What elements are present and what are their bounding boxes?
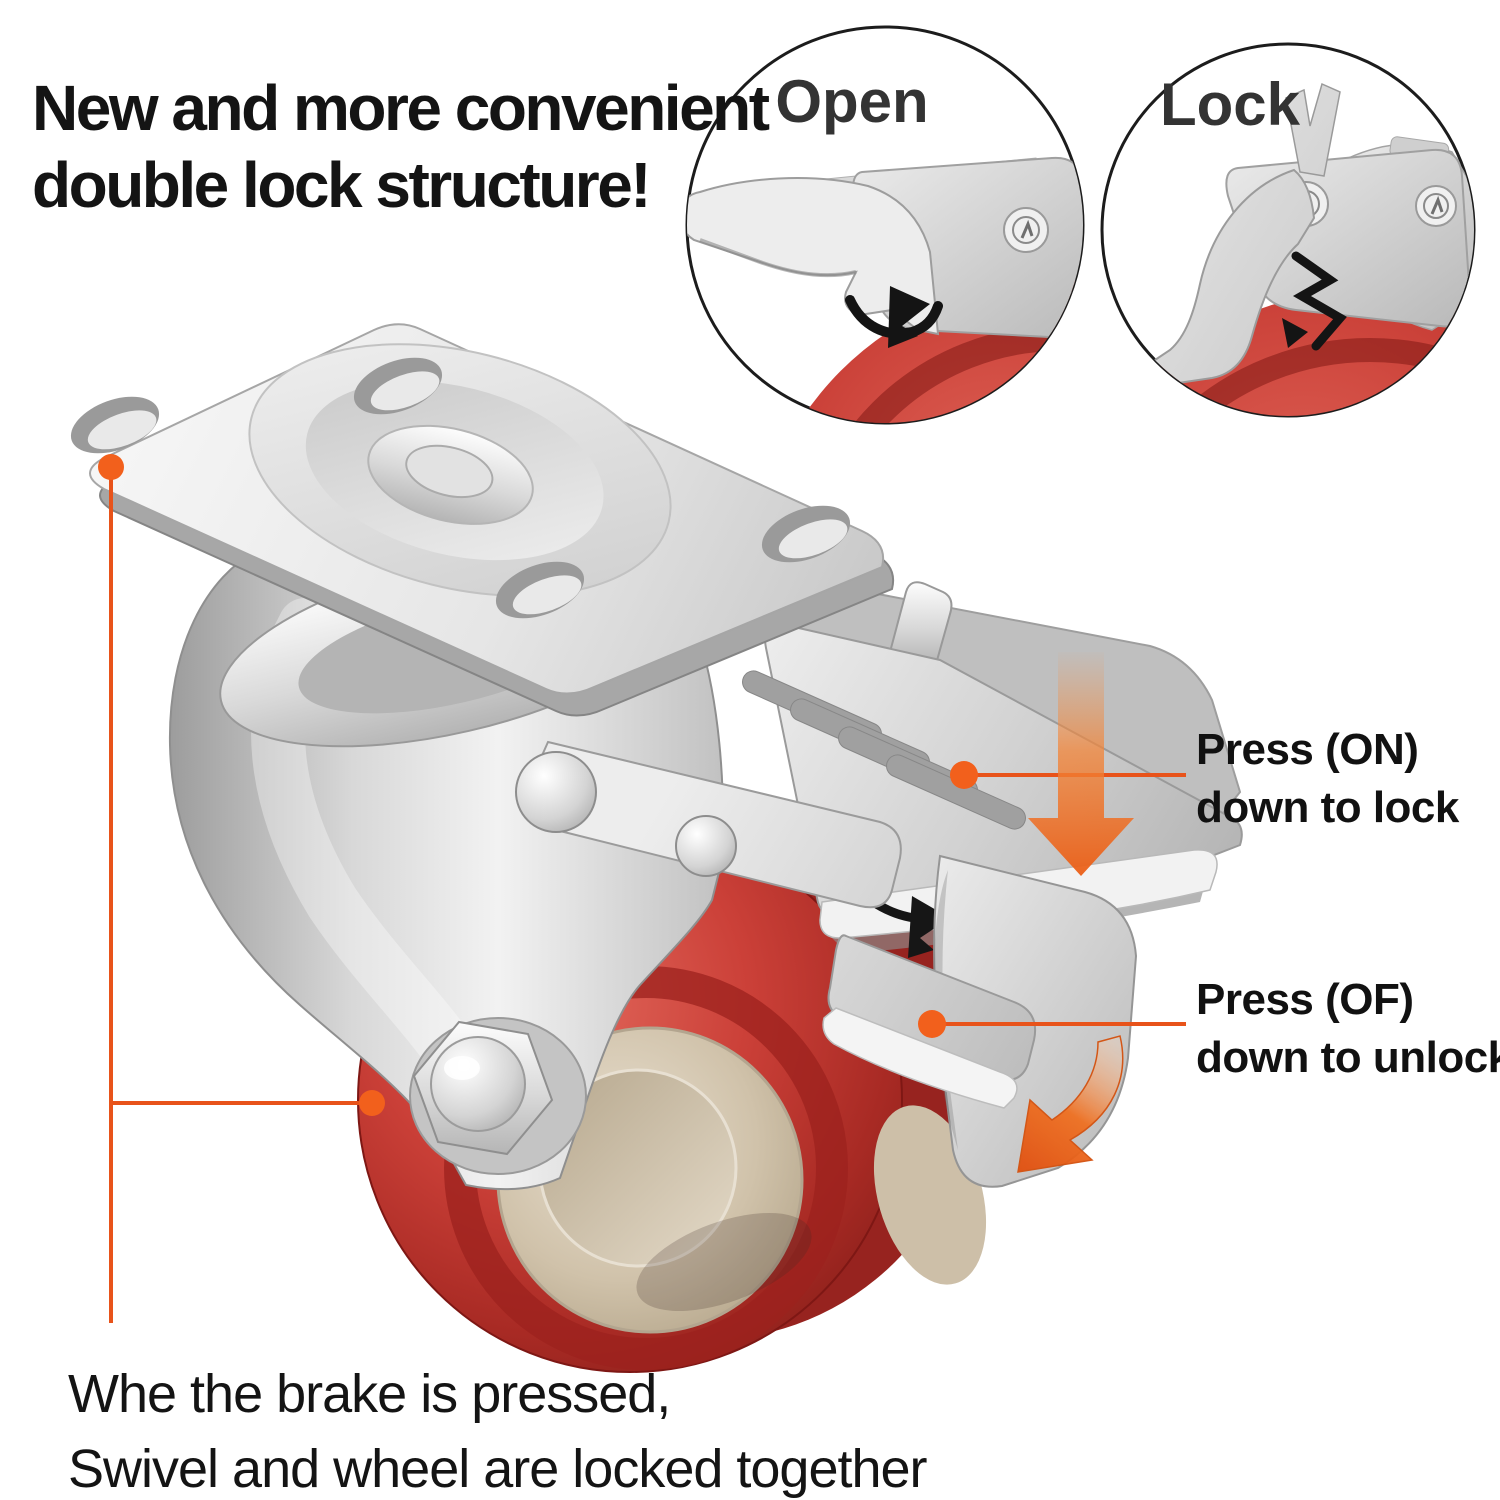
inset-open-label: Open bbox=[775, 68, 928, 135]
axle-highlight bbox=[444, 1056, 480, 1080]
wheel-callout-dot bbox=[359, 1090, 385, 1116]
press-off-label-line1: Press (OF) bbox=[1196, 975, 1414, 1024]
page-title-line1: New and more convenient bbox=[32, 72, 770, 144]
plate-bolt-holes bbox=[70, 357, 851, 619]
wire-clip bbox=[908, 896, 950, 958]
axle-bolt bbox=[409, 1017, 587, 1175]
open-lever-shadow bbox=[699, 238, 857, 278]
press-off-label-line2: down to unlock bbox=[1196, 1033, 1500, 1082]
text-layer: New and more convenient double lock stru… bbox=[32, 72, 1500, 1499]
fork-rivet-small bbox=[675, 815, 737, 877]
down-arrow-icon bbox=[1028, 652, 1134, 876]
inset-lock: Lock bbox=[1100, 42, 1476, 418]
fork-rivet-large bbox=[515, 751, 597, 833]
press-on-label-line1: Press (ON) bbox=[1196, 725, 1418, 774]
bolt-hole bbox=[70, 396, 160, 454]
open-screw-right bbox=[1003, 207, 1049, 253]
press-off-dot bbox=[918, 1010, 946, 1038]
plate-callout-dot bbox=[98, 454, 124, 480]
annotations bbox=[98, 454, 1186, 1323]
mount-plate bbox=[70, 323, 894, 717]
lock-brake-pin bbox=[1291, 251, 1347, 351]
lock-screw-right bbox=[1415, 185, 1457, 227]
lock-wheel-groove bbox=[1102, 338, 1474, 416]
open-brake-pin-clip bbox=[888, 286, 930, 348]
press-on-dot bbox=[950, 761, 978, 789]
curved-arrow-icon bbox=[1017, 1035, 1124, 1173]
bolt-hole bbox=[761, 505, 851, 563]
footer-line1: Whe the brake is pressed, bbox=[68, 1364, 670, 1424]
lock-spike-tab bbox=[1285, 82, 1341, 177]
inset-lock-content bbox=[1102, 82, 1474, 416]
pedal-tread-slots bbox=[742, 670, 1026, 830]
hub-shadow bbox=[636, 1212, 812, 1312]
page-title-line2: double lock structure! bbox=[32, 149, 649, 221]
brake-clamp-shade bbox=[933, 870, 958, 1150]
plate-emboss bbox=[248, 343, 672, 597]
bolt-hole bbox=[495, 561, 585, 619]
lock-brake-pin-clip bbox=[1282, 318, 1308, 348]
inset-lock-label: Lock bbox=[1160, 71, 1301, 138]
press-on-label-line2: down to lock bbox=[1196, 783, 1460, 832]
kingpin-rivet bbox=[405, 444, 494, 499]
bolt-hole bbox=[353, 357, 443, 415]
footer-line2: Swivel and wheel are locked together bbox=[68, 1439, 928, 1499]
caster-photo bbox=[70, 323, 1243, 1373]
pedal-release-tab bbox=[888, 581, 953, 666]
axle-dome bbox=[430, 1036, 526, 1132]
unlock-lever-edge bbox=[822, 1007, 1018, 1109]
open-brake-pin bbox=[845, 295, 943, 339]
